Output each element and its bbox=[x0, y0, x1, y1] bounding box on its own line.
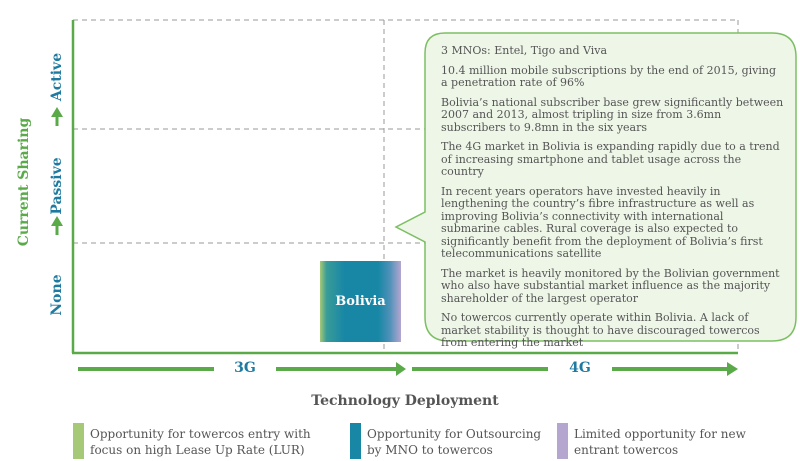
callout-point: No towercos currently operate within Bol… bbox=[441, 311, 760, 349]
callout-point: Bolivia’s national subscriber base grew … bbox=[441, 95, 784, 134]
callout-point: The 4G market in Bolivia is expanding ra… bbox=[441, 140, 780, 178]
country-marker-bolivia: Bolivia bbox=[320, 261, 401, 342]
callout-point: 3 MNOs: Entel, Tigo and Viva bbox=[441, 44, 608, 57]
country-label: Bolivia bbox=[335, 294, 386, 309]
y-level-passive-text: Passive bbox=[49, 157, 65, 215]
y-arrow-lower-head bbox=[51, 216, 63, 226]
legend-swatch-outsourcing bbox=[350, 423, 361, 459]
x-level-4g: 4G bbox=[569, 360, 591, 376]
legend-swatch-lur bbox=[73, 423, 84, 459]
y-arrow-upper-head bbox=[51, 107, 63, 117]
x-axis-title: Technology Deployment bbox=[311, 393, 499, 409]
legend-text-lur: Opportunity for towercos entry with focu… bbox=[90, 427, 311, 457]
x-arrow-4g-head bbox=[727, 362, 738, 376]
callout-bubble bbox=[394, 32, 797, 342]
legend-text-outsourcing: Opportunity for Outsourcing by MNO to to… bbox=[367, 427, 542, 457]
legend-swatch-limited bbox=[557, 423, 568, 459]
y-level-none-text: None bbox=[49, 274, 65, 316]
callout-point: The market is heavily monitored by the B… bbox=[441, 266, 780, 305]
y-level-active-text: Active bbox=[49, 52, 65, 102]
callout-text-block: 3 MNOs: Entel, Tigo and Viva 10.4 millio… bbox=[441, 44, 786, 357]
callout-point: In recent years operators have invested … bbox=[441, 184, 763, 260]
x-level-3g: 3G bbox=[234, 360, 256, 376]
y-axis-title-text: Current Sharing bbox=[16, 117, 32, 247]
legend-text-limited: Limited opportunity for new entrant towe… bbox=[574, 427, 746, 457]
callout-point: 10.4 million mobile subscriptions by the… bbox=[441, 63, 777, 89]
x-arrow-3g-head bbox=[396, 362, 406, 376]
